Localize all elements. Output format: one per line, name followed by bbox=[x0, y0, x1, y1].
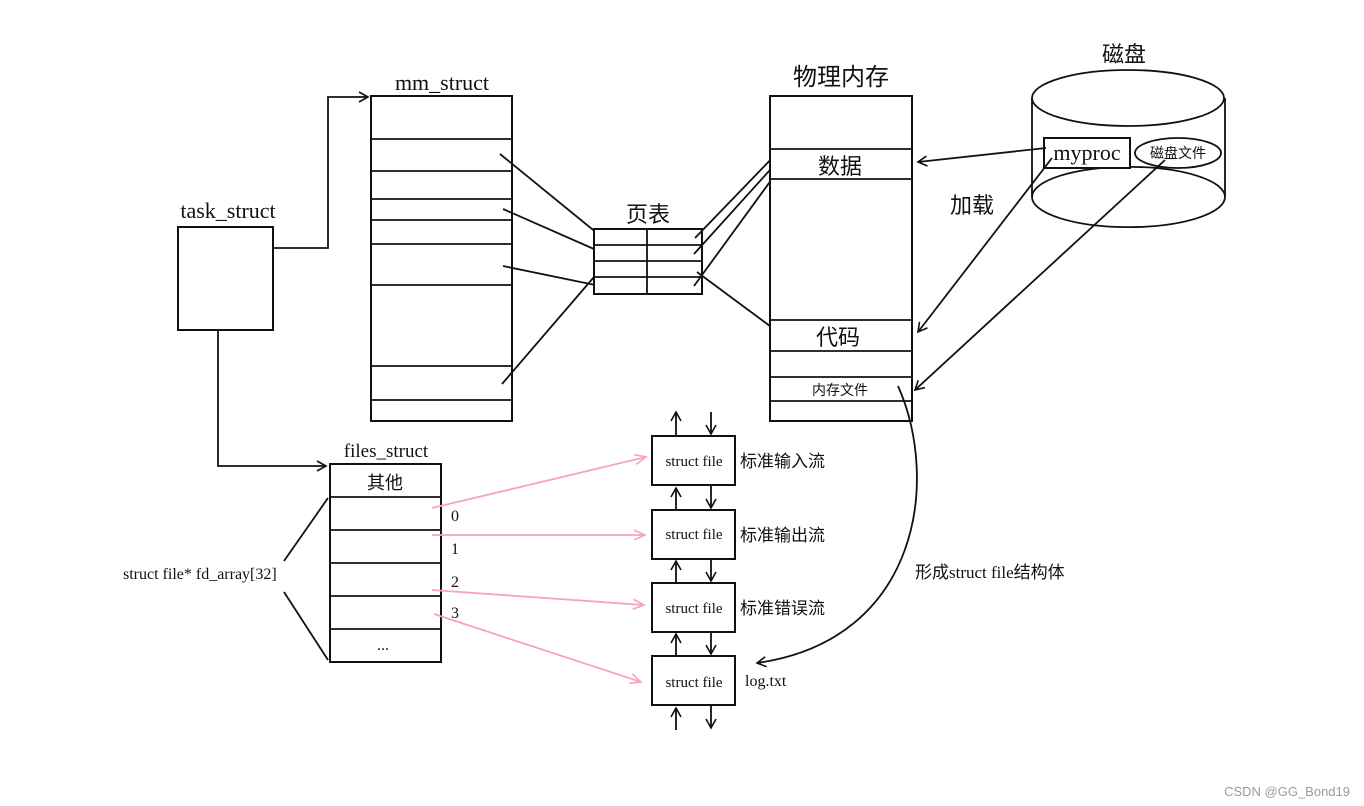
page-table-title: 页表 bbox=[626, 202, 670, 227]
memory-file-label: 内存文件 bbox=[812, 383, 868, 399]
task-to-mm-arrow bbox=[273, 91, 370, 249]
physical-memory-title: 物理内存 bbox=[793, 64, 889, 91]
task-to-files-arrow bbox=[217, 330, 328, 472]
disk-title: 磁盘 bbox=[1102, 42, 1146, 67]
struct-file-2: struct file 标准错误流 bbox=[651, 582, 825, 633]
fd0-pointer-arrow bbox=[431, 453, 648, 509]
myproc-label: myproc bbox=[1053, 140, 1120, 165]
watermark: CSDN @GG_Bond19 bbox=[1224, 784, 1350, 799]
struct-file-1-desc: 标准输出流 bbox=[740, 526, 825, 545]
struct-file-1-label: struct file bbox=[665, 527, 722, 543]
fd3-pointer-arrow bbox=[433, 613, 643, 685]
physical-memory-box bbox=[769, 95, 913, 422]
struct-file-0-label: struct file bbox=[665, 454, 722, 470]
fd-array-brace-top bbox=[283, 497, 329, 562]
mm-to-pagetable-lines bbox=[499, 153, 604, 385]
task-struct-box bbox=[177, 226, 274, 331]
disk-file-label: 磁盘文件 bbox=[1150, 145, 1206, 162]
struct-file-2-label: struct file bbox=[665, 601, 722, 617]
form-struct-label: 形成struct file结构体 bbox=[915, 563, 1065, 582]
pagetable-to-memory-lines bbox=[693, 151, 781, 333]
struct-file-0: struct file 标准输入流 bbox=[651, 435, 825, 486]
load-data-arrow bbox=[916, 147, 1047, 167]
struct-file-2-desc: 标准错误流 bbox=[740, 599, 825, 618]
struct-file-3: struct file log.txt bbox=[651, 655, 787, 706]
load-code-arrow bbox=[916, 157, 1053, 334]
task-struct-title: task_struct bbox=[180, 198, 275, 223]
list-link-arrows bbox=[670, 410, 717, 730]
page-table-box bbox=[593, 228, 703, 295]
disk-file-ellipse bbox=[1134, 137, 1222, 169]
struct-file-0-desc: 标准输入流 bbox=[740, 452, 825, 471]
struct-file-3-label: struct file bbox=[665, 675, 722, 691]
files-ellipsis-label: ... bbox=[377, 637, 389, 654]
files-other-label: 其他 bbox=[367, 473, 403, 493]
struct-file-1: struct file 标准输出流 bbox=[651, 509, 825, 560]
memory-code-label: 代码 bbox=[816, 325, 860, 350]
mm-struct-title: mm_struct bbox=[395, 70, 489, 95]
myproc-box bbox=[1043, 137, 1131, 169]
fd-array-label: struct file* fd_array[32] bbox=[123, 566, 277, 583]
load-label: 加载 bbox=[950, 193, 994, 218]
fd-index-1: 1 bbox=[451, 541, 459, 558]
fd-index-0: 0 bbox=[451, 508, 459, 525]
files-struct-box bbox=[329, 463, 442, 663]
fd-index-3: 3 bbox=[451, 605, 459, 622]
fd-array-brace-bottom bbox=[283, 591, 329, 661]
mm-struct-box bbox=[370, 95, 513, 422]
fd2-pointer-arrow bbox=[431, 589, 646, 610]
files-struct-title: files_struct bbox=[344, 441, 429, 462]
memory-data-label: 数据 bbox=[818, 154, 862, 179]
form-struct-arrow bbox=[755, 385, 918, 668]
struct-file-3-desc: log.txt bbox=[745, 673, 787, 690]
fd-index-2: 2 bbox=[451, 574, 459, 591]
load-file-arrow bbox=[913, 159, 1166, 392]
